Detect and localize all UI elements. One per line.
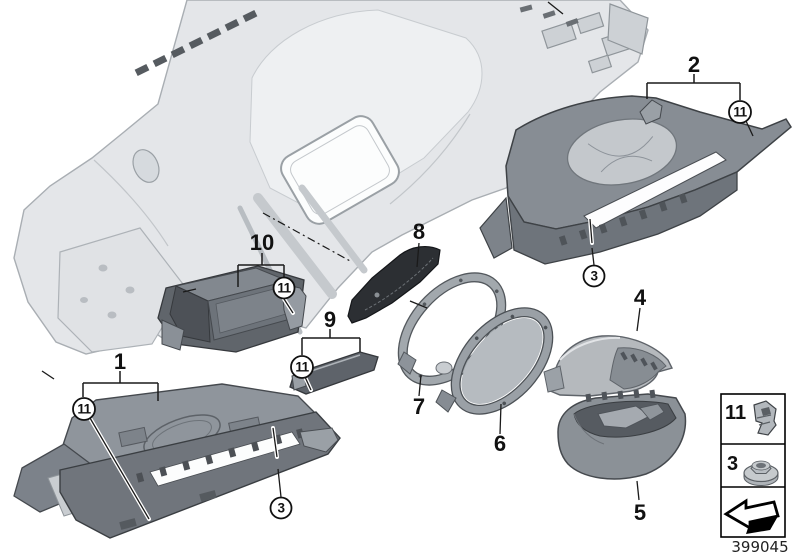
callout-2-bracket: [646, 74, 741, 100]
callout-11-part-1[interactable]: 11: [72, 397, 96, 421]
hood-contour: [389, 113, 471, 205]
part-2-left-flap: [479, 196, 513, 259]
callout-3-part-2-label[interactable]: 3: [590, 269, 599, 284]
plastic-speed-nut-icon: [743, 460, 779, 486]
callout-11-part-2[interactable]: 11: [728, 100, 752, 124]
callout-2-label[interactable]: 2: [688, 52, 700, 77]
callout-10-label[interactable]: 10: [250, 230, 274, 255]
callout-11-part-2-label[interactable]: 11: [733, 105, 748, 120]
leader-clip-part-2: [745, 120, 754, 137]
defroster-vent-slots: [134, 10, 258, 76]
side-vent-opening: [132, 149, 160, 183]
part-6-mount-lug: [435, 389, 457, 413]
lower-left-bracket: [57, 227, 187, 353]
part-4-steering-column-upper-cover: [543, 335, 674, 397]
callout-3-part-1-label[interactable]: 3: [277, 501, 286, 516]
callout-11-part-9-label[interactable]: 11: [295, 360, 310, 375]
leader-part-7: [418, 374, 422, 397]
callout-10-bracket: [237, 253, 285, 287]
top-edge-clips: [519, 4, 579, 27]
a-pillar-contour: [93, 159, 169, 247]
callout-4-label[interactable]: 4: [634, 285, 647, 310]
callout-5[interactable]: 5: [634, 500, 646, 525]
leader-screw-part-1: [272, 427, 282, 498]
direction-of-travel-arrow-icon: [723, 498, 780, 534]
part-5-inner-bracket: [597, 405, 651, 429]
leader-part-4: [636, 307, 641, 332]
leader-dash-to-part-2: [547, 1, 564, 15]
callout-11-part-10-label[interactable]: 11: [277, 281, 292, 296]
callout-6-label[interactable]: 6: [494, 431, 506, 456]
leader-part-5: [636, 480, 640, 501]
leader-part-6: [499, 403, 502, 435]
callout-11-part-10-circle[interactable]: [272, 276, 296, 300]
leader-part-8-to-ring-7: [409, 300, 428, 309]
callout-9[interactable]: 9: [301, 307, 361, 355]
part-2-speaker-dome: [566, 118, 678, 186]
callout-3-part-1-circle[interactable]: [269, 496, 293, 520]
part-4-highlight: [559, 336, 621, 361]
leader-dash-to-part-1: [41, 370, 55, 380]
leader-lines: [41, 1, 754, 521]
part-1-glove-box-assembly: [13, 383, 341, 539]
callout-7-label[interactable]: 7: [413, 394, 425, 419]
callout-11-part-10[interactable]: 11: [272, 276, 296, 300]
leader-dash-to-part-10: [182, 288, 197, 293]
callout-11-part-1-circle[interactable]: [72, 397, 96, 421]
fastener-legend: 11 3: [720, 393, 786, 538]
callout-8-label[interactable]: 8: [413, 219, 425, 244]
callout-10[interactable]: 10: [237, 230, 285, 287]
callout-11-part-9-circle[interactable]: [290, 355, 314, 379]
leader-clip-part-10: [283, 298, 294, 314]
callout-1-label[interactable]: 1: [114, 349, 126, 374]
part-2-clip-teeth: [558, 193, 688, 246]
part-6-latch-detail: [435, 361, 453, 375]
part-10-left-hinge: [161, 319, 185, 351]
callout-3-part-1[interactable]: 3: [269, 496, 293, 520]
leader-part-8: [416, 242, 420, 268]
callout-11-part-1-label[interactable]: 11: [77, 402, 92, 417]
callout-6[interactable]: 6: [494, 431, 506, 456]
part-2-top-clip-tab: [639, 99, 663, 125]
part-1-feet: [119, 490, 217, 530]
diagram-number: 399045: [731, 538, 788, 556]
leader-screw-part-2: [589, 218, 595, 266]
callout-4[interactable]: 4: [634, 285, 647, 310]
leader-clip-part-9: [304, 376, 312, 391]
callout-11-part-2-circle[interactable]: [728, 100, 752, 124]
right-vent-structures: [541, 3, 649, 74]
callout-1[interactable]: 1: [82, 349, 159, 401]
callout-11-part-9[interactable]: 11: [290, 355, 314, 379]
part-5-steering-column-lower-cover: [557, 389, 687, 480]
callout-9-bracket: [301, 329, 361, 355]
part-6-trim-ring: [435, 307, 554, 415]
part-7-mount-lug: [397, 351, 417, 375]
legend-row1-label: 11: [725, 402, 746, 424]
spring-clip-icon: [753, 400, 777, 436]
callout-9-label[interactable]: 9: [324, 307, 336, 332]
callout-2[interactable]: 2: [646, 52, 741, 100]
part-5-wall-line: [573, 413, 605, 445]
callout-8[interactable]: 8: [413, 219, 425, 244]
part-5-inner-bracket-2: [639, 403, 665, 421]
part-5-rim-teeth: [585, 389, 656, 403]
part-2-drivers-side-lower-panel: [479, 95, 792, 265]
callout-3-part-2[interactable]: 3: [582, 264, 606, 288]
part-1-rail-teeth: [136, 428, 305, 483]
part-8-ridge: [364, 257, 434, 311]
callout-7[interactable]: 7: [413, 394, 425, 419]
part-8-hole: [374, 292, 380, 298]
part-4-comb-teeth: [620, 351, 658, 371]
callouts: 1 2 8 10 9 7 6 4 5 11: [72, 52, 752, 525]
callout-5-label[interactable]: 5: [634, 500, 646, 525]
legend-row2-label: 3: [727, 453, 738, 475]
part-1-right-end: [299, 427, 339, 453]
callout-3-part-2-circle[interactable]: [582, 264, 606, 288]
leader-clip-part-1: [89, 417, 150, 520]
callout-1-bracket: [82, 371, 159, 401]
part-4-left-foot: [543, 365, 565, 393]
part-1-rail-slot: [149, 431, 301, 487]
